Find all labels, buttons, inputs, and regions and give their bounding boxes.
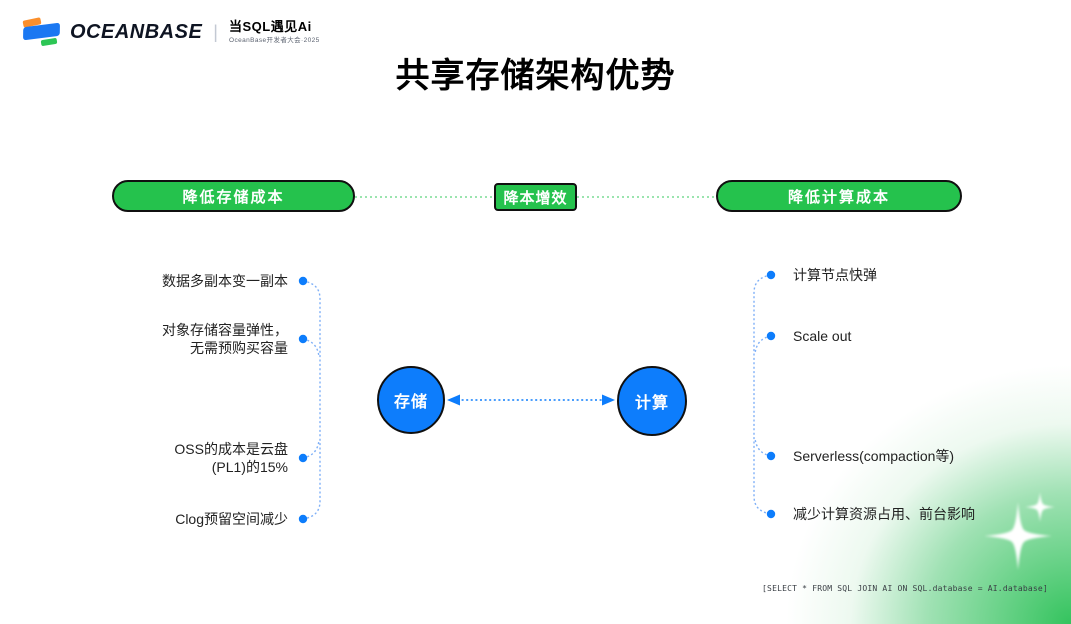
sql-caption: [SELECT * FROM SQL JOIN AI ON SQL.databa… bbox=[762, 584, 1048, 593]
header-logo-bar: OCEANBASE | 当SQL遇见Ai OceanBase开发者大会·2025 bbox=[22, 16, 320, 48]
banner-reduce-compute-cost: 降低计算成本 bbox=[716, 180, 962, 212]
corner-green-glow bbox=[741, 324, 1071, 624]
banner-cost-efficiency: 降本增效 bbox=[494, 183, 577, 211]
storage-benefit-item: 数据多副本变一副本 bbox=[162, 273, 288, 289]
compute-benefit-item: 计算节点快弹 bbox=[793, 267, 877, 283]
compute-benefit-item: Serverless(compaction等) bbox=[793, 448, 955, 464]
storage-benefit-item: OSS的成本是云盘 (PL1)的15% bbox=[174, 441, 288, 475]
compute-benefit-item: Scale out bbox=[793, 328, 852, 344]
oceanbase-logo-icon bbox=[22, 16, 62, 48]
compute-benefit-item: 减少计算资源占用、前台影响 bbox=[793, 506, 975, 522]
storage-benefit-item: 对象存储容量弹性， 无需预购买容量 bbox=[162, 322, 288, 356]
brand-wordmark: OCEANBASE bbox=[70, 20, 203, 43]
banner-reduce-storage-cost: 降低存储成本 bbox=[112, 180, 355, 212]
logo-green-layer bbox=[40, 37, 58, 47]
event-tagline: 当SQL遇见Ai OceanBase开发者大会·2025 bbox=[228, 19, 320, 44]
bullet-dots bbox=[298, 270, 776, 524]
storage-benefit-item: Clog预留空间减少 bbox=[175, 511, 288, 527]
storage-node: 存储 bbox=[377, 366, 445, 434]
page-title: 共享存储架构优势 bbox=[395, 57, 676, 95]
storage-compute-arrow bbox=[447, 394, 615, 406]
event-tagline-sub: OceanBase开发者大会·2025 bbox=[228, 36, 320, 44]
compute-node: 计算 bbox=[617, 366, 687, 436]
sparkle-icon bbox=[984, 492, 1055, 570]
event-tagline-main: 当SQL遇见Ai bbox=[228, 19, 312, 35]
left-brace bbox=[302, 280, 321, 520]
logo-divider: | bbox=[213, 21, 218, 42]
